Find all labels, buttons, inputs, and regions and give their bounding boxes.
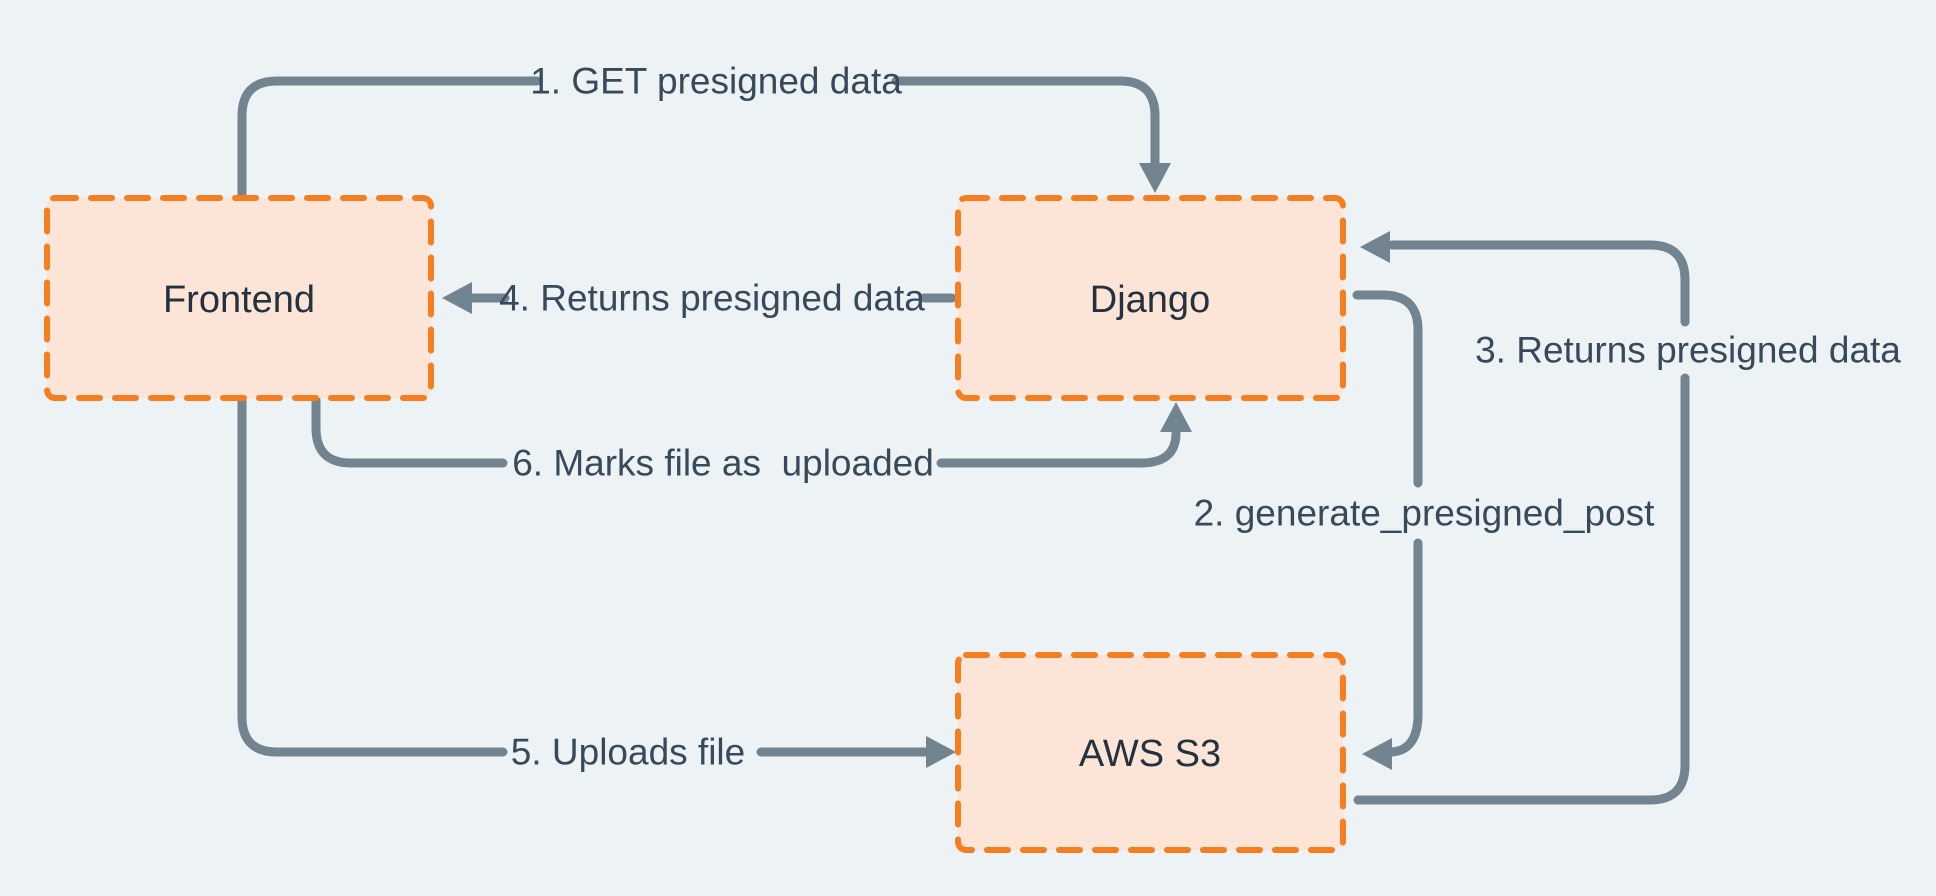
django-node-label: Django bbox=[1090, 279, 1210, 321]
edge-1-segment-end bbox=[891, 76, 1160, 167]
edge-2-segment-start bbox=[1352, 290, 1423, 488]
edge-2-arrowhead bbox=[1362, 738, 1392, 770]
edge-6-segment-end bbox=[936, 428, 1181, 468]
edge-uploads-file: 5. Uploads file bbox=[237, 395, 956, 773]
frontend-node-box bbox=[44, 195, 434, 401]
edge-6-segment-start bbox=[311, 395, 508, 468]
django-node-box bbox=[955, 195, 1346, 401]
django-node: Django bbox=[955, 195, 1346, 401]
edge-returns-presigned-data-to-django: 3. Returns presigned data bbox=[1353, 231, 1901, 805]
edge-1-segment-start bbox=[237, 76, 542, 204]
aws-s3-node-label: AWS S3 bbox=[1079, 733, 1221, 775]
edge-6-label: 6. Marks file as uploaded bbox=[512, 443, 934, 484]
edge-5-label: 5. Uploads file bbox=[511, 732, 745, 773]
aws-s3-node: AWS S3 bbox=[955, 652, 1346, 853]
edge-6-arrowhead bbox=[1160, 402, 1192, 432]
edge-5-segment-start bbox=[237, 395, 508, 757]
edge-3-arrowhead bbox=[1360, 231, 1390, 263]
edge-3-segment-start bbox=[1353, 373, 1690, 805]
edge-4-label: 4. Returns presigned data bbox=[499, 278, 925, 319]
edge-returns-presigned-data-to-frontend: 4. Returns presigned data bbox=[442, 278, 957, 319]
edge-5-arrowhead bbox=[926, 736, 956, 768]
edge-1-label: 1. GET presigned data bbox=[530, 61, 902, 102]
aws-s3-node-box bbox=[955, 652, 1346, 853]
edge-2-segment-end bbox=[1387, 538, 1423, 757]
edge-3-segment-end bbox=[1387, 240, 1690, 327]
edge-get-presigned-data: 1. GET presigned data bbox=[237, 61, 1171, 204]
frontend-node: Frontend bbox=[44, 195, 434, 401]
edge-3-label: 3. Returns presigned data bbox=[1475, 330, 1901, 371]
edge-1-arrowhead bbox=[1139, 163, 1171, 193]
edge-4-arrowhead bbox=[442, 282, 472, 314]
frontend-node-label: Frontend bbox=[163, 279, 315, 321]
edge-generate-presigned-post: 2. generate_presigned_post bbox=[1194, 290, 1656, 770]
edge-marks-file-uploaded: 6. Marks file as uploaded bbox=[311, 395, 1192, 484]
edge-2-label: 2. generate_presigned_post bbox=[1194, 493, 1656, 534]
